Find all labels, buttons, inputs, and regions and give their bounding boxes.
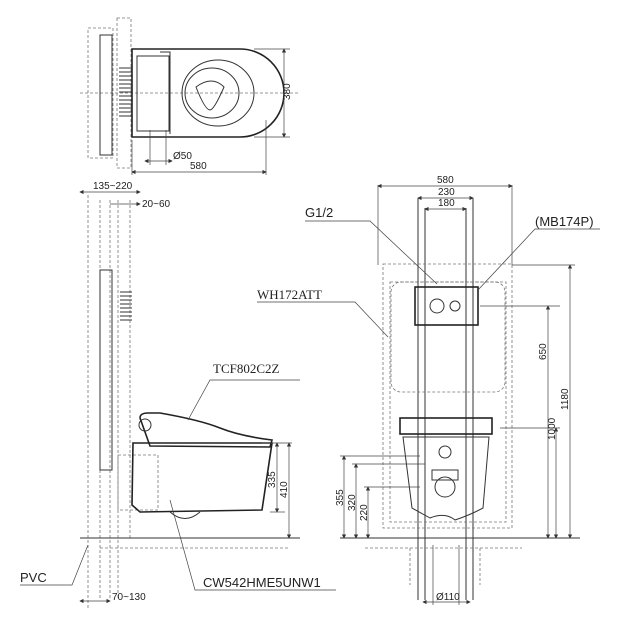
label-mb174p: (MB174P) — [535, 214, 594, 229]
frame-outline — [382, 263, 513, 529]
dim-580-front: 580 — [437, 175, 454, 186]
dim-355: 355 — [335, 489, 346, 506]
seat-side-outline — [139, 412, 274, 448]
dim-outlet-110: Ø110 — [436, 592, 460, 603]
front-view: 580 230 180 G1/2 (MB174P) WH172ATT 650 1… — [257, 175, 600, 605]
dim-1180: 1180 — [560, 388, 571, 410]
label-wh172att: WH172ATT — [257, 287, 322, 302]
flush-plate — [414, 286, 479, 326]
dim-220: 220 — [359, 504, 370, 521]
top-view: 380 Ø50 580 — [80, 17, 300, 175]
label-tcf802c2z: TCF802C2Z — [213, 361, 280, 376]
dim-20-60: 20~60 — [142, 199, 171, 210]
dim-380: 380 — [282, 83, 293, 100]
flush-button-large — [429, 298, 445, 314]
dim-320: 320 — [347, 494, 358, 511]
dim-135-220: 135~220 — [93, 181, 133, 192]
bowl-front-outline — [402, 436, 490, 521]
dim-335: 335 — [267, 471, 278, 488]
dim-1000: 1000 — [547, 417, 558, 440]
dim-70-130: 70~130 — [112, 592, 146, 603]
dim-580-top: 580 — [190, 161, 207, 172]
label-g1-2: G1/2 — [305, 205, 333, 220]
dim-180: 180 — [438, 198, 455, 209]
side-view: 135~220 20~60 335 410 TCF802C2Z PVC CW54… — [20, 181, 336, 610]
bowl-side-outline — [131, 442, 273, 513]
dim-410: 410 — [279, 481, 290, 498]
dim-outlet-50: Ø50 — [173, 151, 192, 162]
dim-230: 230 — [438, 187, 455, 198]
label-pvc: PVC — [20, 570, 47, 585]
label-cw542hme5unw1: CW542HME5UNW1 — [203, 575, 321, 590]
flush-button-small — [449, 300, 461, 312]
seat-front — [399, 417, 493, 435]
dim-650: 650 — [538, 343, 549, 360]
